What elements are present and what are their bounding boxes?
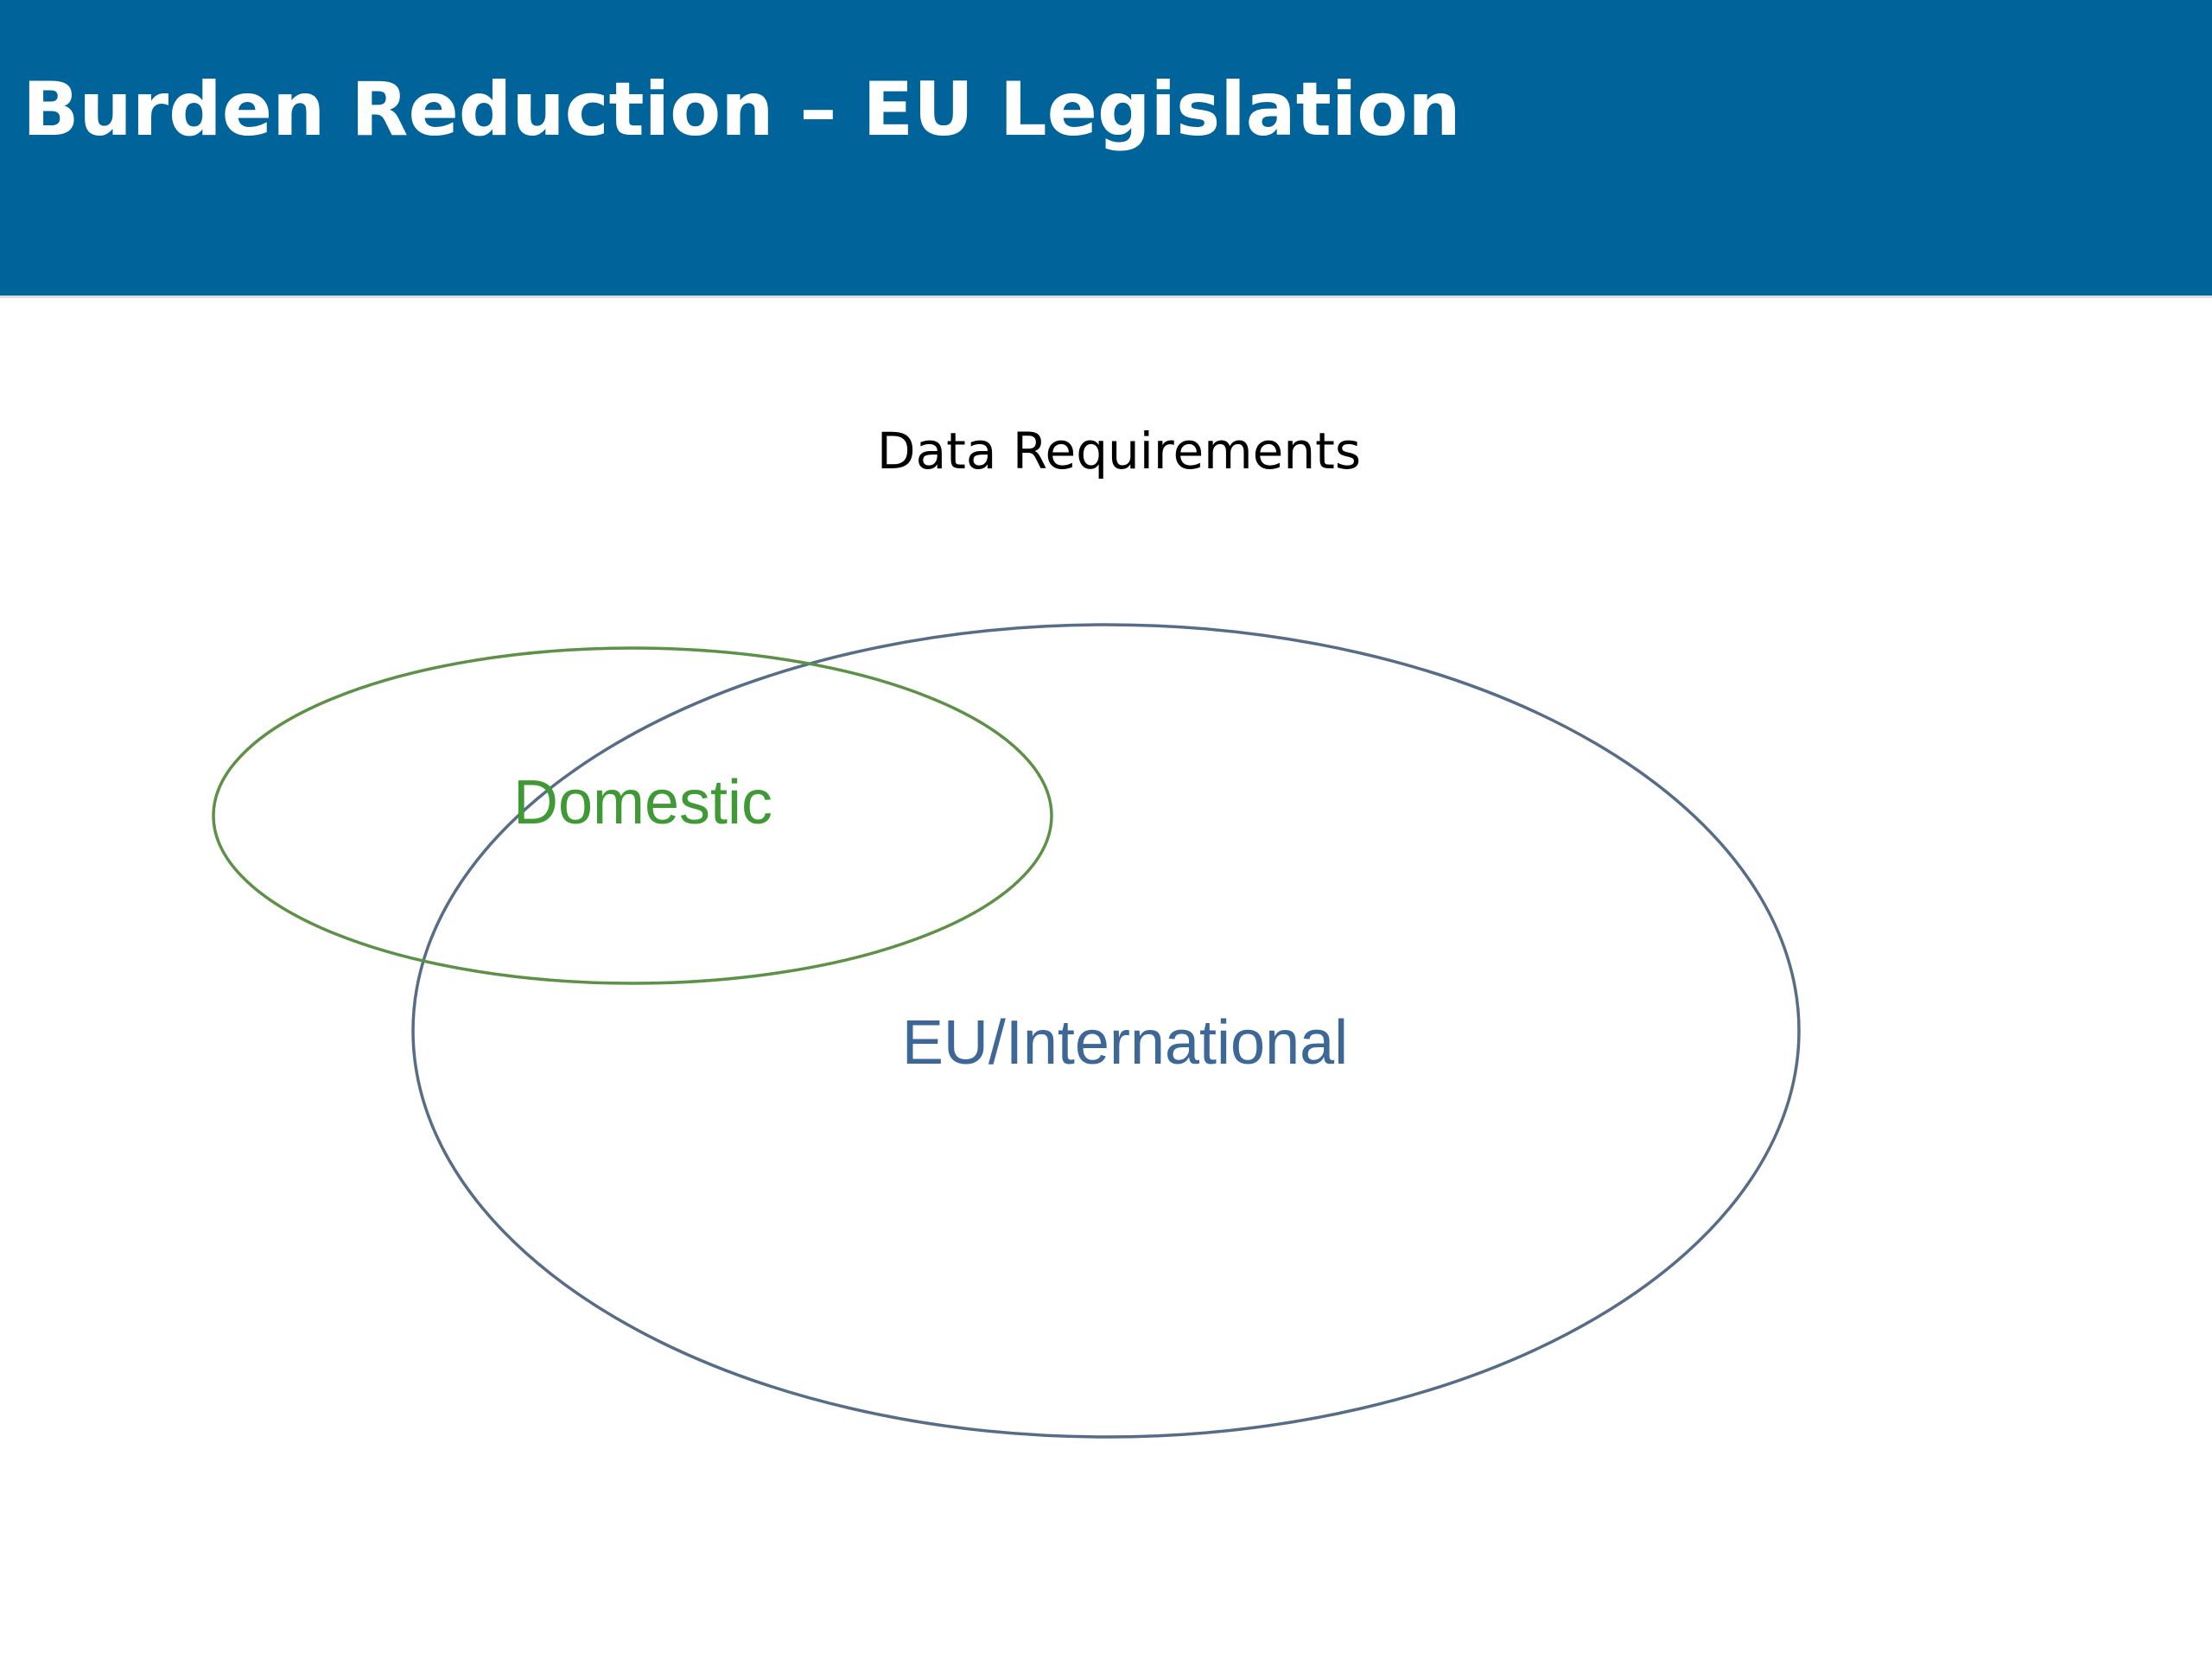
eu-international-ellipse bbox=[411, 623, 1801, 1439]
diagram-subtitle: Data Requirements bbox=[876, 422, 1362, 480]
domestic-ellipse bbox=[212, 646, 1053, 985]
domestic-label: Domestic bbox=[513, 768, 772, 837]
slide-title: Burden Reduction – EU Legislation bbox=[22, 67, 1461, 153]
eu-international-label: EU/International bbox=[902, 1008, 1348, 1077]
header-bar: Burden Reduction – EU Legislation bbox=[0, 0, 2212, 298]
